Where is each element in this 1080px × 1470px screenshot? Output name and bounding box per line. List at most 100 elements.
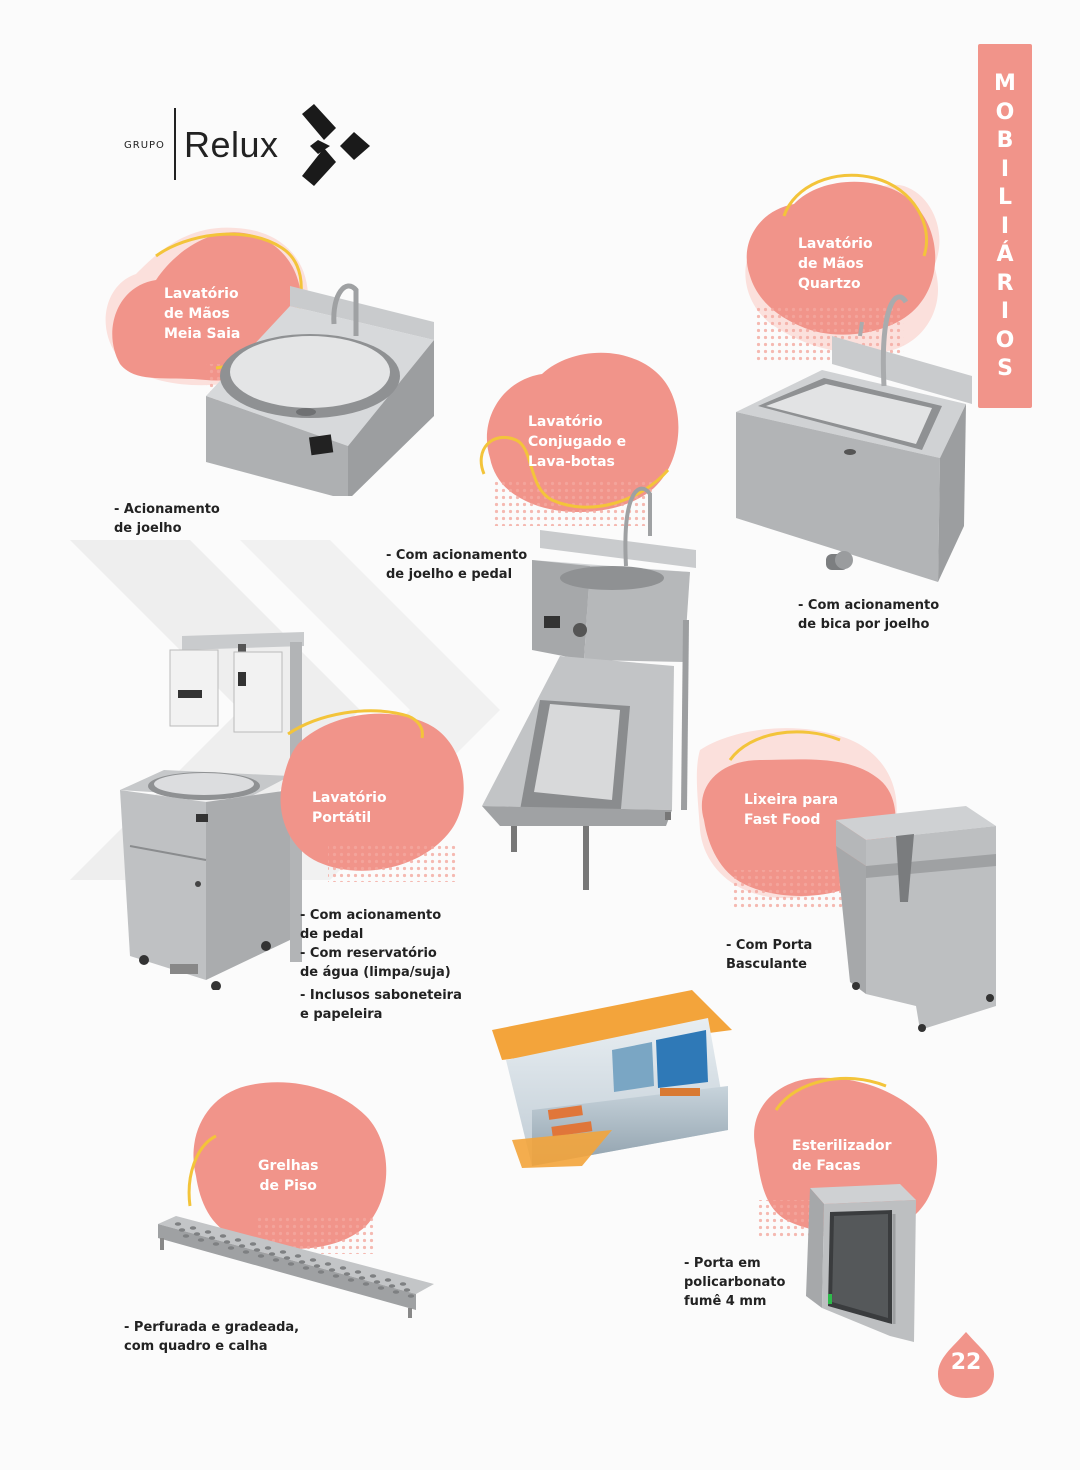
bullet-conjugado: - Com acionamento de joelho e pedal bbox=[386, 546, 527, 584]
grate-hole bbox=[294, 1254, 302, 1258]
section-tab-letter: I bbox=[1000, 213, 1010, 239]
grate-hole bbox=[298, 1260, 306, 1264]
product-title-lixeira: Lixeira para Fast Food bbox=[744, 790, 838, 830]
section-tab-letter: S bbox=[997, 356, 1013, 381]
grate-hole bbox=[309, 1258, 317, 1262]
logo-name-text: Relux bbox=[184, 124, 279, 165]
title-line: Lavatório bbox=[528, 414, 603, 430]
grate-hole bbox=[242, 1250, 250, 1254]
product-image-quartzo bbox=[736, 294, 972, 582]
product-title-grelhas: Grelhas de Piso bbox=[258, 1156, 318, 1196]
logo: GRUPO Relux bbox=[124, 104, 384, 188]
grate-hole bbox=[399, 1282, 407, 1286]
blob-portatil bbox=[280, 709, 464, 882]
title-line: Lava-botas bbox=[528, 454, 615, 470]
grate-hole bbox=[328, 1268, 336, 1272]
grate-hole bbox=[268, 1252, 276, 1256]
grate-hole bbox=[193, 1232, 201, 1236]
grate-hole bbox=[197, 1238, 205, 1242]
title-line: Lavatório bbox=[798, 236, 873, 252]
product-image-meia-saia bbox=[206, 283, 434, 496]
bullet-line: e papeleira bbox=[300, 1007, 383, 1022]
title-line: de Mãos bbox=[164, 306, 230, 322]
title-line: Esterilizador bbox=[792, 1138, 892, 1154]
grate-hole bbox=[219, 1234, 227, 1238]
bullet-line: fumê 4 mm bbox=[684, 1294, 767, 1309]
grate-hole bbox=[317, 1270, 325, 1274]
bullet-line: - Perfurada e gradeada, bbox=[124, 1320, 300, 1335]
title-line: Lavatório bbox=[312, 790, 387, 806]
grate-hole bbox=[189, 1226, 197, 1230]
bullet-line: - Com reservatório bbox=[300, 946, 437, 961]
bullet-grelhas: - Perfurada e gradeada, com quadro e cal… bbox=[124, 1318, 299, 1356]
product-title-conjugado: Lavatório Conjugado e Lava-botas bbox=[528, 412, 626, 472]
section-tab-letter: Á bbox=[996, 242, 1014, 267]
title-line: Lavatório bbox=[164, 286, 239, 302]
title-line: de Facas bbox=[792, 1158, 861, 1174]
grate-hole bbox=[313, 1264, 321, 1268]
bullet-line: de joelho bbox=[114, 521, 182, 536]
section-tab-letter: I bbox=[1000, 156, 1010, 182]
bullet-line: de pedal bbox=[300, 927, 364, 942]
title-line: Lixeira para bbox=[744, 792, 839, 808]
grate-hole bbox=[279, 1250, 287, 1254]
grate-hole bbox=[234, 1238, 242, 1242]
grate-hole bbox=[178, 1228, 186, 1232]
logo-divider bbox=[174, 108, 176, 180]
title-line: Meia Saia bbox=[164, 326, 241, 342]
bullet-esterilizador: - Porta em policarbonato fumê 4 mm bbox=[684, 1254, 785, 1311]
product-image-grelhas bbox=[158, 1216, 434, 1318]
relux-mark-icon bbox=[302, 104, 370, 186]
grate-hole bbox=[377, 1286, 385, 1290]
grate-hole bbox=[332, 1274, 340, 1278]
section-tab-letter: R bbox=[996, 270, 1014, 296]
section-tab-letter: I bbox=[1000, 299, 1010, 324]
grate-hole bbox=[204, 1230, 212, 1234]
grate-hole bbox=[302, 1266, 310, 1270]
grate-hole bbox=[358, 1276, 366, 1280]
grate-hole bbox=[174, 1222, 182, 1226]
grate-hole bbox=[407, 1294, 415, 1298]
grate-hole bbox=[392, 1290, 400, 1294]
grate-hole bbox=[339, 1266, 347, 1270]
bullet-line: - Inclusos saboneteira bbox=[300, 988, 462, 1003]
bullet-lixeira: - Com Porta Basculante bbox=[726, 936, 812, 974]
bullet-line: de joelho e pedal bbox=[386, 567, 513, 582]
product-title-esterilizador: Esterilizador de Facas bbox=[792, 1136, 892, 1176]
bullet-line: de água (limpa/suja) bbox=[300, 965, 451, 980]
grate-hole bbox=[212, 1242, 220, 1246]
page-number-shape bbox=[938, 1332, 994, 1398]
page-number: 22 bbox=[950, 1350, 982, 1375]
bullet-line: - Com acionamento bbox=[386, 548, 528, 563]
hospital-corridor-photo bbox=[492, 990, 732, 1168]
product-title-meia-saia: Lavatório de Mãos Meia Saia bbox=[164, 284, 240, 344]
grate-hole bbox=[354, 1270, 362, 1274]
bullet-line: - Com acionamento bbox=[798, 598, 940, 613]
grate-hole bbox=[272, 1258, 280, 1262]
grate-hole bbox=[388, 1284, 396, 1288]
grate-hole bbox=[238, 1244, 246, 1248]
grate-hole bbox=[257, 1254, 265, 1258]
blob-grelhas bbox=[187, 1082, 387, 1254]
product-image-conjugado bbox=[482, 486, 696, 890]
bullet-line: Basculante bbox=[726, 957, 807, 972]
section-tab-letter: O bbox=[995, 99, 1015, 125]
title-line: Fast Food bbox=[744, 812, 821, 828]
product-title-portatil: Lavatório Portátil bbox=[312, 788, 387, 828]
grate-hole bbox=[249, 1242, 257, 1246]
section-tab-letter: L bbox=[997, 185, 1013, 210]
grate-hole bbox=[384, 1278, 392, 1282]
page-number-badge: 22 bbox=[936, 1330, 996, 1400]
grate-hole bbox=[227, 1246, 235, 1250]
grate-hole bbox=[403, 1288, 411, 1292]
section-tab-letter: O bbox=[995, 327, 1015, 353]
title-line: de Piso bbox=[259, 1178, 317, 1194]
title-line: de Mãos bbox=[798, 256, 864, 272]
bullet-quartzo: - Com acionamento de bica por joelho bbox=[798, 596, 939, 634]
bullet-line: com quadro e calha bbox=[124, 1339, 268, 1354]
bullet-line: - Com Porta bbox=[726, 938, 813, 953]
bullet-line: policarbonato bbox=[684, 1275, 786, 1290]
title-line: Grelhas bbox=[258, 1158, 319, 1174]
product-image-lixeira bbox=[836, 806, 996, 1032]
